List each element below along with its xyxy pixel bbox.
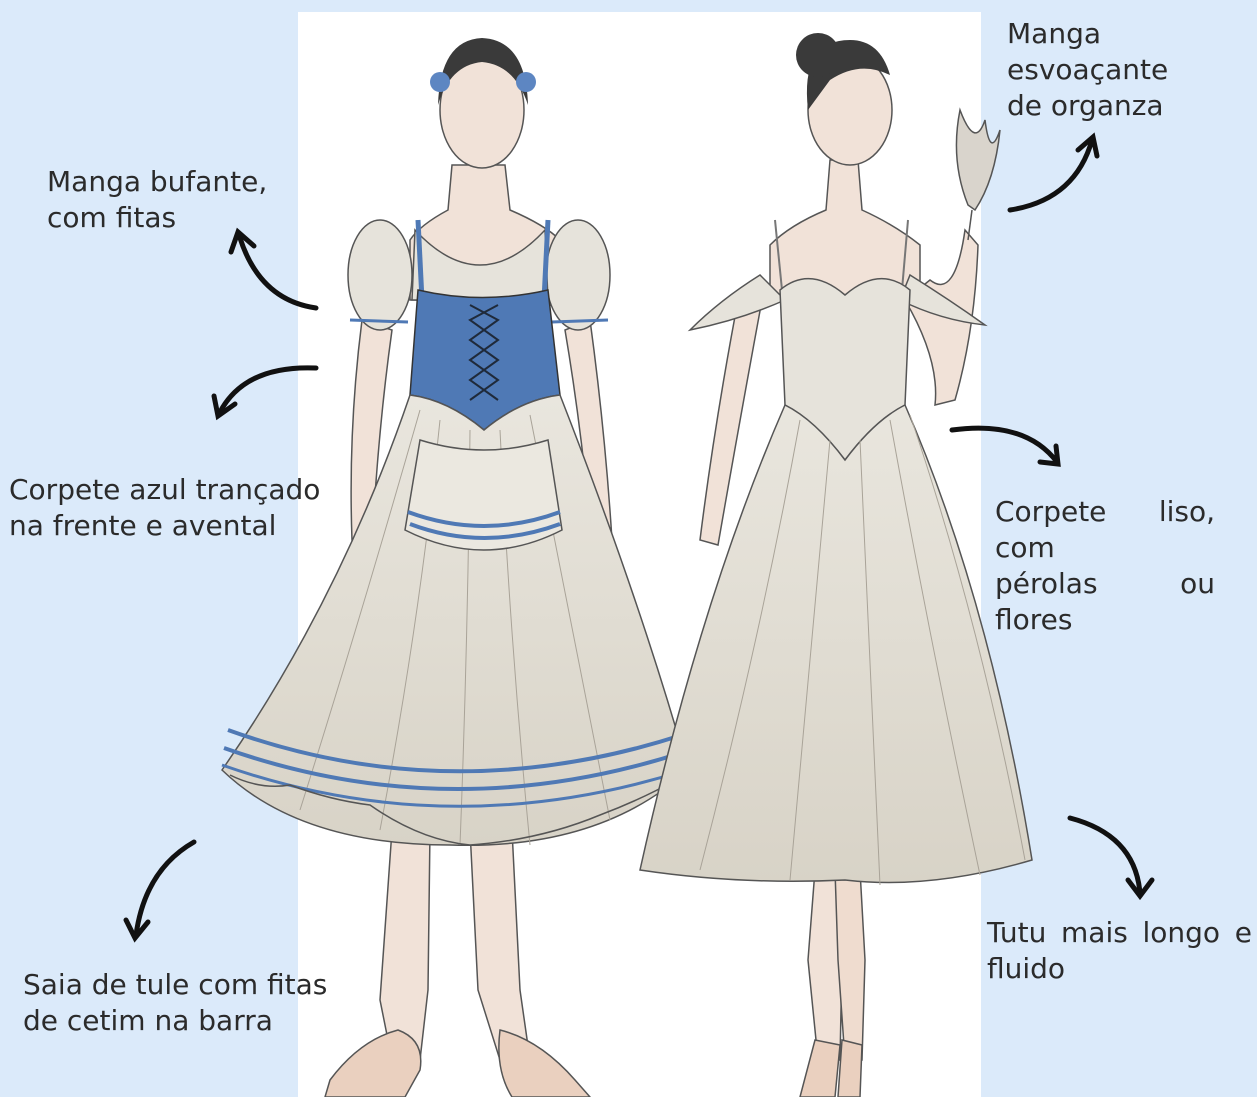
curved-arrow-icon: [952, 428, 1058, 464]
curved-arrow-icon: [1010, 137, 1097, 210]
curved-arrow-icon: [214, 368, 316, 416]
curved-arrow-icon: [1070, 818, 1152, 896]
curved-arrow-icon: [126, 842, 194, 938]
curved-arrow-icon: [231, 232, 316, 308]
